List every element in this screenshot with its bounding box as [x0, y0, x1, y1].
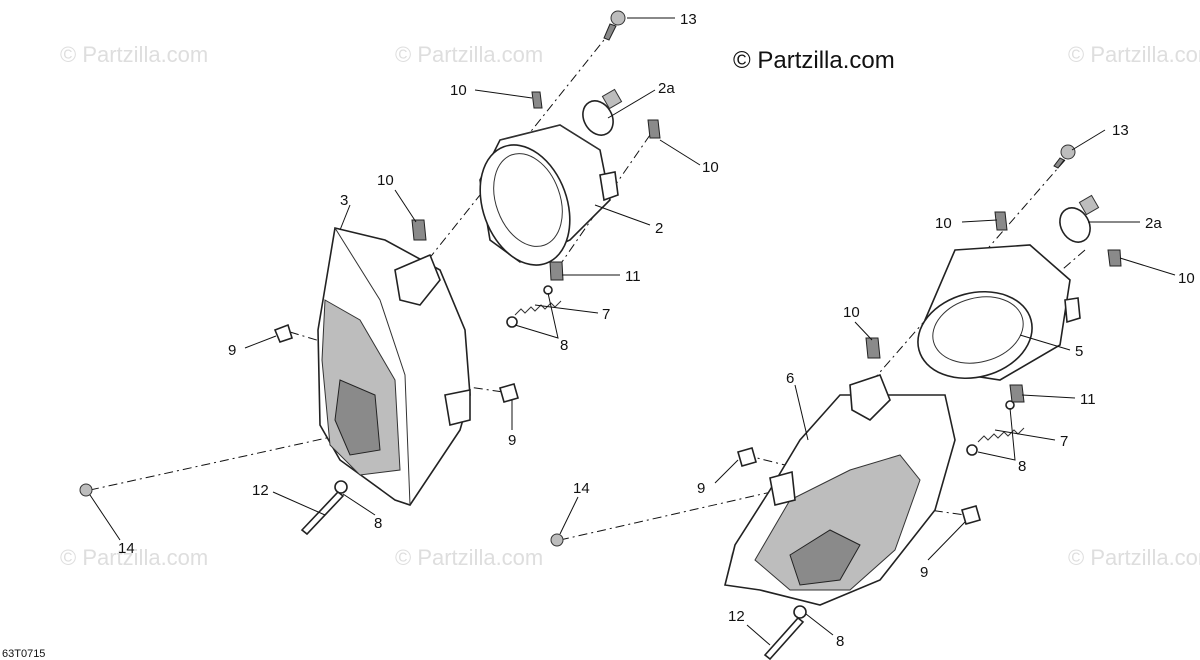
screw-long-left — [300, 490, 345, 536]
spring-right — [977, 427, 1025, 443]
headlight-housing-left — [317, 227, 471, 506]
diagram-code: 63T0715 — [2, 648, 45, 660]
callouts: 13 10 2a 10 10 3 2 11 7 8 9 9 12 8 14 13… — [118, 11, 1195, 650]
screw-top-right — [1053, 144, 1076, 169]
callout-number: 5 — [1075, 343, 1083, 360]
push-rivet-left — [79, 483, 93, 497]
callout-number: 14 — [118, 540, 135, 557]
screw-top-left — [603, 10, 626, 41]
leader-lines — [89, 17, 1176, 646]
headlight-lens-right — [917, 244, 1081, 381]
callout-number: 10 — [377, 172, 394, 189]
washer-right — [1005, 400, 1015, 410]
washer-left — [543, 285, 553, 295]
clip-right — [865, 337, 881, 359]
spring-left — [514, 300, 562, 316]
copyright-text: © Partzilla.com — [733, 47, 895, 74]
callout-number: 7 — [602, 306, 610, 323]
callout-number: 8 — [374, 515, 382, 532]
callout-number: 10 — [935, 215, 952, 232]
watermark: © Partzilla.com — [395, 42, 543, 67]
bulb-right — [1059, 194, 1100, 243]
callout-number: 2 — [655, 220, 663, 237]
clip-left — [549, 261, 564, 281]
left-assembly — [79, 10, 661, 536]
right-assembly — [550, 144, 1122, 660]
clip-right — [1107, 249, 1122, 267]
callout-number: 8 — [560, 337, 568, 354]
washer-right — [793, 605, 807, 619]
washer-left — [334, 480, 348, 494]
callout-number: 7 — [1060, 433, 1068, 450]
clip-left — [411, 219, 427, 241]
callout-number: 10 — [843, 304, 860, 321]
clip-left — [647, 119, 661, 139]
callout-number: 3 — [340, 192, 348, 209]
bolt-right — [961, 505, 981, 525]
clip-left — [531, 91, 543, 109]
callout-number: 9 — [508, 432, 516, 449]
assembly-axis — [89, 411, 446, 491]
screw-long-right — [763, 616, 805, 660]
callout-number: 13 — [680, 11, 697, 28]
callout-number: 9 — [697, 480, 705, 497]
callout-number: 9 — [228, 342, 236, 359]
callout-number: 12 — [252, 482, 269, 499]
callout-number: 2a — [658, 80, 675, 97]
washer-right — [966, 444, 978, 456]
assembly-axis — [289, 331, 331, 345]
callout-number: 8 — [1018, 458, 1026, 475]
watermark: © Partzilla.com — [1068, 42, 1200, 67]
callout-number: 8 — [836, 633, 844, 650]
callout-number: 6 — [786, 370, 794, 387]
push-rivet-right — [550, 533, 564, 547]
watermark: © Partzilla.com — [60, 545, 208, 570]
callout-number: 2a — [1145, 215, 1162, 232]
callout-number: 10 — [450, 82, 467, 99]
callout-number: 13 — [1112, 122, 1129, 139]
callout-number: 12 — [728, 608, 745, 625]
watermark: © Partzilla.com — [60, 42, 208, 67]
callout-number: 14 — [573, 480, 590, 497]
callout-number: 10 — [1178, 270, 1195, 287]
bulb-left — [582, 88, 623, 136]
callout-number: 10 — [702, 159, 719, 176]
clip-right — [994, 211, 1008, 231]
callout-number: 11 — [1080, 391, 1096, 408]
watermark: © Partzilla.com — [395, 545, 543, 570]
clip-right — [1009, 384, 1025, 403]
bolt-right — [737, 447, 757, 467]
callout-number: 11 — [625, 268, 641, 285]
watermark: © Partzilla.com — [1068, 545, 1200, 570]
bolt-left — [499, 383, 519, 403]
headlight-lens-left — [479, 124, 619, 266]
headlight-housing-right — [724, 374, 956, 606]
bolt-left — [273, 323, 293, 343]
washer-left — [506, 316, 518, 328]
callout-number: 9 — [920, 564, 928, 581]
